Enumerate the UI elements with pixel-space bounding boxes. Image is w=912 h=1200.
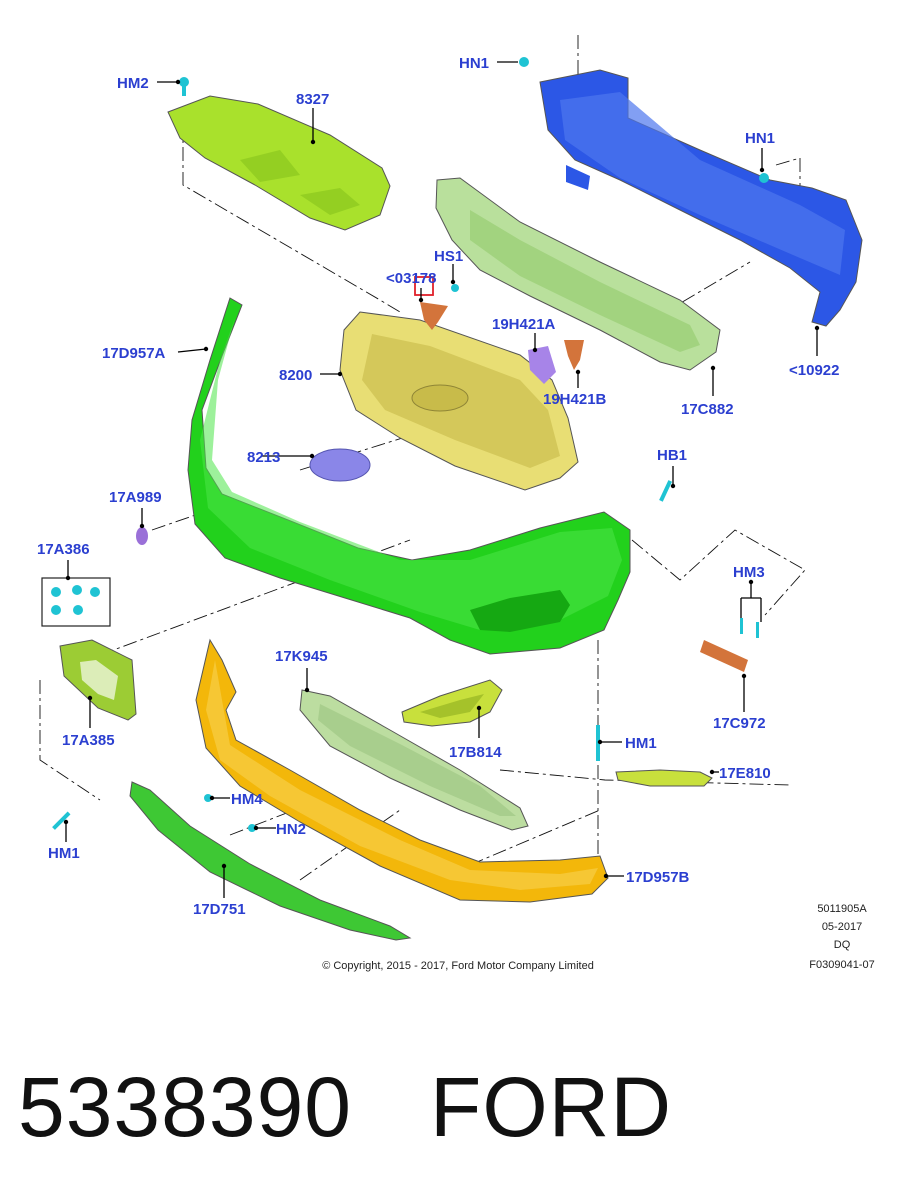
label-17k945: 17K945 <box>275 648 328 665</box>
part-number: 5338390 <box>18 1060 353 1154</box>
label-17d957b: 17D957B <box>626 869 690 886</box>
grille-8200 <box>339 311 579 491</box>
label-17c882: 17C882 <box>681 401 734 418</box>
parts-diagram: HM2 8327 HN1 HN1 HS1 <03178 19H421A 19H4… <box>37 35 875 972</box>
label-hb1: HB1 <box>657 447 687 464</box>
lower-lip-17d751 <box>129 781 412 941</box>
bumper-cover-17d957a <box>187 297 631 655</box>
leader-dots <box>63 79 820 879</box>
radiator-shield-8327 <box>167 95 391 231</box>
purple-clips <box>136 346 556 545</box>
lower-grille-17k945 <box>299 689 529 831</box>
fog-bezel-17b814 <box>401 679 503 727</box>
bumper-reinforcement-bar <box>539 69 863 327</box>
bolt-set-17a386 <box>41 577 111 627</box>
drawing-meta: 5011905A 05-2017 DQ F0309041-07 © Copyri… <box>322 903 875 972</box>
label-hm1-left: HM1 <box>48 845 80 862</box>
brand-name: FORD <box>430 1060 673 1154</box>
copyright: © Copyright, 2015 - 2017, Ford Motor Com… <box>322 960 594 972</box>
label-hm1-right: HM1 <box>625 735 657 752</box>
label-ref-10922: <10922 <box>789 362 839 379</box>
label-17c972: 17C972 <box>713 715 766 732</box>
label-hn2: HN2 <box>276 821 306 838</box>
part-caption: 5338390 FORD <box>18 1052 898 1162</box>
label-8200: 8200 <box>279 367 312 384</box>
label-hs1: HS1 <box>434 248 463 265</box>
label-19h421a: 19H421A <box>492 316 556 333</box>
label-17e810: 17E810 <box>719 765 771 782</box>
meta-code: 5011905A <box>817 903 867 915</box>
meta-date: 05-2017 <box>822 921 862 933</box>
label-hm4: HM4 <box>231 791 263 808</box>
lower-cover-17d957b <box>195 638 609 903</box>
callout-labels: HM2 8327 HN1 HN1 HS1 <03178 19H421A 19H4… <box>37 55 839 918</box>
label-17d957a: 17D957A <box>102 345 166 362</box>
grille-brackets <box>420 302 748 672</box>
label-8327: 8327 <box>296 91 329 108</box>
label-hn1-mid: HN1 <box>745 130 775 147</box>
ford-emblem-8213 <box>309 448 371 482</box>
meta-tag: DQ <box>834 939 851 951</box>
plate-bracket-17a385 <box>59 639 137 721</box>
label-17a385: 17A385 <box>62 732 115 749</box>
leader-lines <box>65 61 818 898</box>
label-hn1-top: HN1 <box>459 55 489 72</box>
trim-17e810 <box>615 769 713 787</box>
label-hm2: HM2 <box>117 75 149 92</box>
label-17b814: 17B814 <box>449 744 502 761</box>
energy-absorber-17c882 <box>435 177 721 371</box>
label-ref-03178: <03178 <box>386 270 436 287</box>
highlight-box <box>414 276 434 296</box>
meta-ref: F0309041-07 <box>809 959 874 971</box>
label-17a386: 17A386 <box>37 541 90 558</box>
label-8213: 8213 <box>247 449 280 466</box>
label-hm3: HM3 <box>733 564 765 581</box>
fasteners <box>52 57 769 832</box>
label-19h421b: 19H421B <box>543 391 607 408</box>
label-17a989: 17A989 <box>109 489 162 506</box>
label-17d751: 17D751 <box>193 901 246 918</box>
